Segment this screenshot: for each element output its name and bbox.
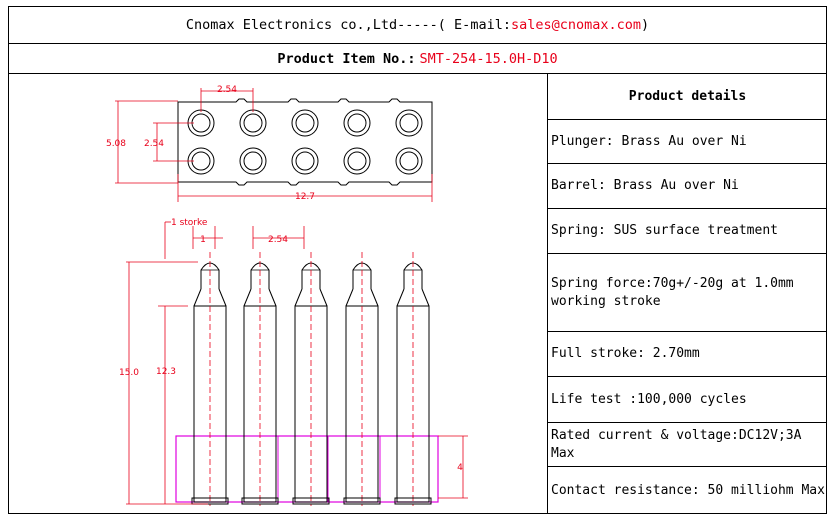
dim-row-pitch: 2.54	[144, 139, 164, 149]
pin-base	[343, 497, 381, 505]
hole-outer	[291, 109, 319, 137]
pin-neck-right	[268, 288, 277, 307]
hole-outer	[395, 109, 423, 137]
hole-inner	[347, 151, 367, 171]
pogo-pin	[241, 252, 279, 506]
pin-neck-right	[370, 288, 379, 307]
dim-top-pitch: 2.54	[217, 85, 237, 95]
hole-outer	[343, 147, 371, 175]
detail-life-test: Life test :100,000 cycles	[548, 377, 827, 423]
product-details-panel: Product details Plunger: Brass Au over N…	[547, 74, 827, 514]
hole-outer	[291, 147, 319, 175]
product-item-row: Product Item No.: SMT-254-15.0H-D10	[8, 44, 827, 74]
pin-neck-right	[421, 288, 430, 307]
detail-plunger: Plunger: Brass Au over Ni	[548, 120, 827, 164]
insulator-housing	[175, 435, 439, 503]
hole-outer	[239, 147, 267, 175]
pogo-pin	[191, 252, 229, 506]
technical-drawing: 5.08 2.54 2.54 12.7	[8, 74, 548, 514]
pin-array	[175, 252, 439, 506]
pogo-pin	[343, 252, 381, 506]
hole-inner	[191, 151, 211, 171]
pin-neck-left	[345, 288, 354, 307]
hole-inner	[399, 113, 419, 133]
pin-base	[292, 497, 330, 505]
item-label: Product Item No.:	[277, 50, 416, 67]
hole-inner	[191, 113, 211, 133]
detail-barrel: Barrel: Brass Au over Ni	[548, 164, 827, 209]
pin-neck-left	[396, 288, 405, 307]
hole-inner	[399, 151, 419, 171]
dim-width: 5.08	[106, 139, 126, 149]
pin-neck-left	[294, 288, 303, 307]
hole-grid	[187, 109, 423, 175]
company-header: Cnomax Electronics co.,Ltd-----( E-mail:…	[8, 6, 827, 44]
hole-outer	[343, 109, 371, 137]
pogo-pin	[292, 252, 330, 506]
pogo-pin	[394, 252, 432, 506]
dim-length: 12.7	[295, 192, 315, 202]
dim-stroke: 1	[200, 235, 206, 245]
dim-body-height: 12.3	[156, 367, 176, 377]
email-link[interactable]: sales@cnomax.com	[510, 17, 641, 33]
pin-base	[241, 497, 279, 505]
pin-base	[191, 497, 229, 505]
hole-inner	[243, 113, 263, 133]
pin-base	[394, 497, 432, 505]
dim-side-pitch: 2.54	[268, 235, 288, 245]
hole-outer	[395, 147, 423, 175]
details-title: Product details	[548, 74, 827, 120]
detail-contact-resistance: Contact resistance: 50 milliohm Max	[551, 482, 825, 498]
drawing-svg: 5.08 2.54 2.54 12.7	[106, 85, 468, 506]
hole-inner	[347, 113, 367, 133]
detail-spring-force: Spring force:70g+/-20g at 1.0mm working …	[548, 254, 827, 332]
pin-neck-left	[193, 288, 202, 307]
company-name: Cnomax Electronics co.,Ltd-----( E-mail:	[185, 17, 511, 33]
top-view: 5.08 2.54 2.54 12.7	[106, 85, 433, 202]
pin-neck-left	[243, 288, 252, 307]
header-close: )	[641, 17, 650, 33]
hole-inner	[295, 151, 315, 171]
item-value: SMT-254-15.0H-D10	[419, 50, 558, 67]
detail-full-stroke: Full stroke: 2.70mm	[548, 332, 827, 377]
dim-insulator-height: 4	[457, 463, 463, 473]
detail-rated: Rated current & voltage:DC12V;3A Max	[548, 423, 827, 467]
hole-inner	[295, 113, 315, 133]
pin-neck-right	[319, 288, 328, 307]
hole-inner	[243, 151, 263, 171]
side-view: 1 storke 1 2.54 15.0 12.3 4	[119, 218, 468, 506]
stroke-label: 1 storke	[171, 218, 208, 228]
dim-total-height: 15.0	[119, 368, 139, 378]
housing-outline	[177, 98, 433, 186]
detail-spring: Spring: SUS surface treatment	[548, 209, 827, 254]
pin-neck-right	[218, 288, 227, 307]
